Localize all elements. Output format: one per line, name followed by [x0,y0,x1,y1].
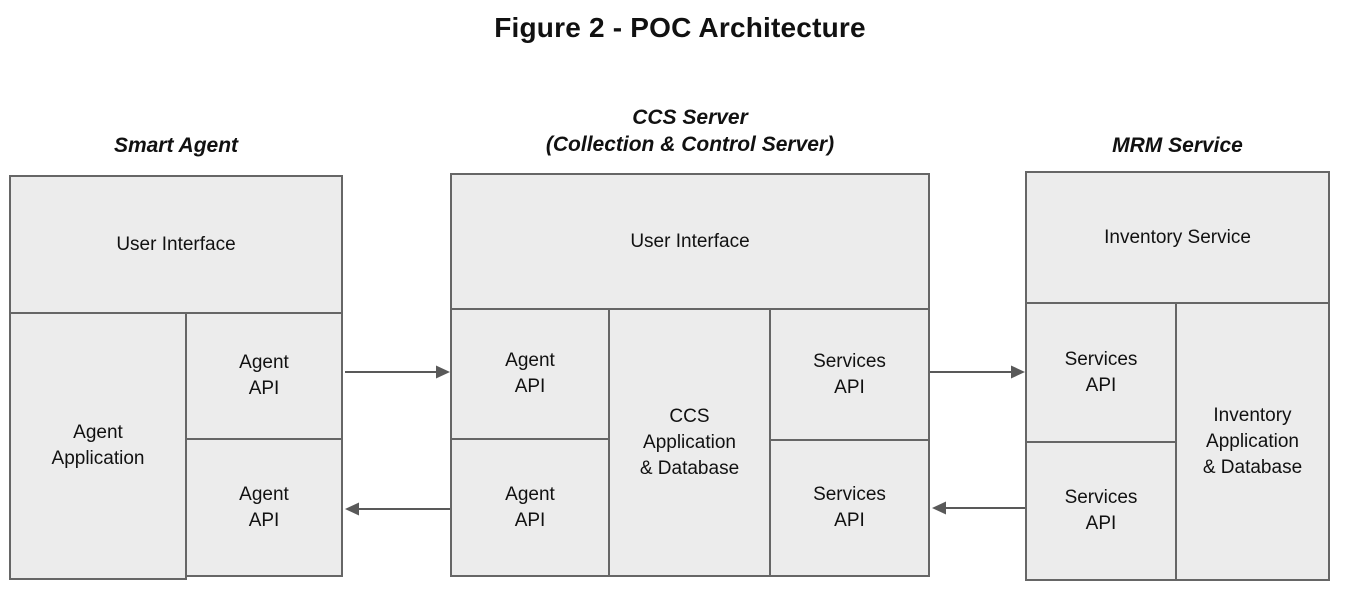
smart-agent-user-interface-box: User Interface [9,175,343,314]
ccs-server-header: CCS Server (Collection & Control Server) [545,106,835,156]
arrow-smart-agent-to-ccs [345,365,450,379]
mrm-inventory-application-database-box: Inventory Application & Database [1175,302,1330,581]
ccs-agent-api-top-box: Agent API [450,308,610,440]
figure-title: Figure 2 - POC Architecture [494,12,866,43]
smart-agent-api-top-box: Agent API [185,312,343,440]
arrow-mrm-to-ccs [932,501,1025,515]
ccs-agent-api-bottom-box: Agent API [450,438,610,577]
ccs-application-database-box: CCS Application & Database [608,308,771,577]
mrm-services-api-top-box: Services API [1025,302,1177,443]
arrow-ccs-to-smart-agent [345,502,450,516]
mrm-service-header: MRM Service [1112,134,1243,157]
ccs-user-interface-box: User Interface [450,173,930,310]
smart-agent-application-box: Agent Application [9,312,187,580]
mrm-services-api-bottom-box: Services API [1025,441,1177,581]
smart-agent-header: Smart Agent [113,134,239,157]
smart-agent-api-bottom-box: Agent API [185,438,343,577]
mrm-inventory-service-box: Inventory Service [1025,171,1330,304]
ccs-services-api-bottom-box: Services API [769,439,930,577]
arrow-ccs-to-mrm [930,365,1025,379]
ccs-services-api-top-box: Services API [769,308,930,441]
